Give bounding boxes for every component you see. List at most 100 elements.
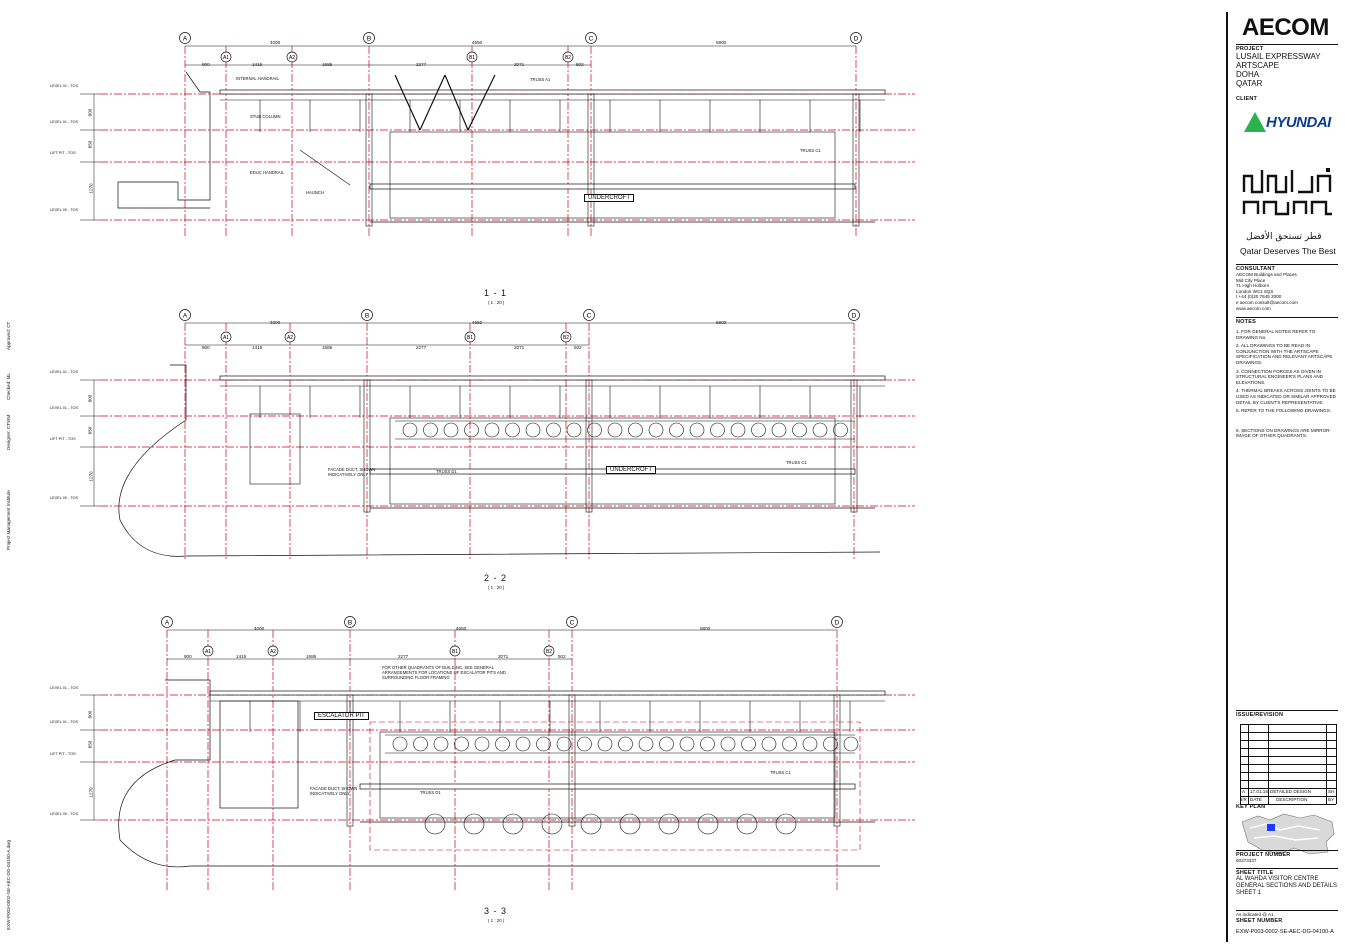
web-opening — [464, 422, 479, 438]
callout-educ-handrail: EDUC HANDRAIL — [250, 170, 285, 175]
web-opening — [659, 736, 674, 752]
level-label-1d: LEVEL 00 - TOS — [50, 208, 78, 212]
note-3: 3. CONNECTION FORCES AS GIVEN IN STRUCTU… — [1236, 368, 1323, 385]
grid-bubble-label: B2 — [563, 335, 569, 341]
web-opening — [833, 422, 848, 438]
aecom-logo: AECOM — [1242, 14, 1329, 41]
note-1: 1. FOR GENERAL NOTES REFER TO DRAWING No… — [1236, 329, 1316, 340]
dim-2071-2: 2071 — [514, 345, 525, 350]
dim-2277-3: 2277 — [398, 654, 409, 659]
dim-502-1: 502 — [576, 62, 584, 67]
web-opening — [484, 422, 500, 438]
steel-column — [365, 93, 373, 227]
dim-2277-2: 2277 — [416, 345, 427, 350]
web-opening — [525, 422, 541, 438]
client-label: CLIENT — [1236, 96, 1258, 102]
level-dim-2a: 800 — [87, 394, 93, 403]
truss-outline — [389, 417, 836, 505]
callout-truss-c1-1: TRUSS C1 — [800, 148, 821, 153]
web-opening — [424, 813, 446, 835]
steel-column — [833, 694, 841, 827]
dim-4650-2: 4650 — [472, 320, 483, 325]
callout-internal-handrail: INTERNAL HANDRAIL — [236, 76, 279, 81]
truss-diagonal — [394, 74, 421, 131]
note-2: 2. ALL DRAWINGS TO BE READ IN CONJUNCTIO… — [1236, 343, 1333, 365]
dim-4650-3: 4650 — [456, 626, 467, 631]
web-opening — [423, 422, 438, 438]
dim-1415-1: 1415 — [252, 62, 263, 67]
dim-1685-2: 1685 — [322, 345, 333, 350]
grid-bubble — [220, 331, 232, 343]
steel-column — [587, 93, 595, 227]
dim-4000-1: 4000 — [270, 40, 281, 45]
web-opening — [541, 813, 563, 835]
web-opening — [587, 422, 602, 438]
dim-900-3: 900 — [184, 654, 192, 659]
escalator-pit-label: ESCALATOR PIT — [314, 712, 369, 720]
grid-bubble — [566, 616, 578, 628]
grid-bubble — [466, 51, 478, 63]
web-opening — [730, 422, 746, 438]
grid-bubble-label: A2 — [289, 55, 295, 61]
web-opening — [619, 813, 641, 835]
web-opening — [669, 422, 684, 438]
grid-bubble — [202, 645, 214, 657]
dim-5800-1: 5800 — [716, 40, 727, 45]
grid-bubble — [464, 331, 476, 343]
dim-5800-3: 5800 — [700, 626, 711, 631]
section-scale-2: ( 1 : 20 ) — [488, 585, 505, 590]
sheet-title-3: SHEET 1 — [1236, 890, 1261, 896]
grid-bubble-label: B — [365, 312, 369, 319]
level-dim-2c: 1270 — [88, 471, 94, 482]
facade-duct — [249, 413, 301, 485]
web-opening — [556, 736, 572, 752]
web-opening — [697, 813, 719, 835]
escalator-box — [219, 700, 299, 809]
web-opening — [566, 422, 582, 438]
notes-label: NOTES — [1236, 319, 1256, 325]
consultant-line-5: t +44 (0)20 7645 2000 — [1236, 294, 1282, 300]
grid-bubble-label: B — [348, 619, 352, 626]
grid-bubble-label: B1 — [467, 335, 473, 341]
rev-cell-by: SH — [1328, 789, 1335, 794]
dim-2071-1: 2071 — [514, 62, 525, 67]
section-title-1: 1 - 1 — [484, 288, 508, 298]
web-opening — [710, 422, 725, 438]
level-dim-2b: 650 — [87, 426, 93, 435]
grid-bubble — [286, 51, 298, 63]
web-opening — [648, 422, 664, 438]
callout-other-quadrants: FOR OTHER QUADRANTS OF BUILDING, SEE GEN… — [382, 665, 506, 680]
grid-bubble-label: A1 — [223, 335, 229, 341]
callout-truss-d1-3: TRUSS D1 — [420, 790, 441, 795]
section-scale-3: ( 1 : 20 ) — [488, 918, 505, 923]
web-opening — [658, 813, 680, 835]
level-dim-1c: 1270 — [88, 183, 94, 194]
grid-bubble-label: A2 — [270, 649, 276, 655]
steel-column — [850, 379, 858, 513]
dim-2277-1: 2277 — [416, 62, 427, 67]
web-opening — [741, 736, 756, 752]
callout-truss-c1-2: TRUSS C1 — [786, 460, 807, 465]
truss-outline — [379, 731, 836, 819]
grid-bubble — [284, 331, 296, 343]
side-text-2: Designer: CTWM — [6, 414, 11, 450]
rev-header-desc: DESCRIPTION — [1276, 797, 1308, 802]
dim-1685-1: 1685 — [322, 62, 333, 67]
grid-bubble-label: B1 — [469, 55, 475, 61]
consultant-line-7: www.aecom.com — [1236, 305, 1271, 311]
project-label: PROJECT — [1236, 46, 1264, 52]
level-label-2b: LEVEL 01 - TOS — [50, 406, 78, 410]
roof-slab — [209, 690, 886, 696]
web-opening — [515, 736, 531, 752]
steel-column — [568, 694, 576, 827]
grid-bubble-label: C — [589, 35, 594, 42]
grid-bubble — [179, 309, 191, 321]
web-opening — [736, 813, 758, 835]
side-text-3: Checked: ML — [6, 372, 11, 400]
steel-structure — [80, 45, 886, 868]
grid-bubble — [361, 309, 373, 321]
grid-bubble — [543, 645, 555, 657]
level-dim-3b: 650 — [87, 740, 93, 749]
truss-diagonal — [444, 74, 469, 131]
roof-slab — [219, 375, 886, 381]
